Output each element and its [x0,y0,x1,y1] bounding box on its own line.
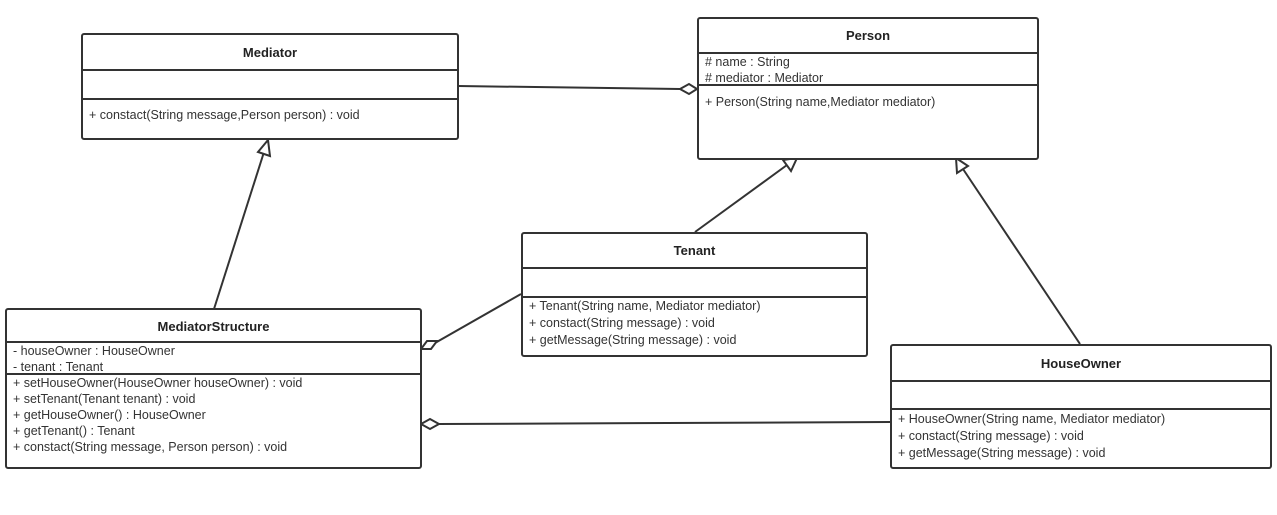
divider [7,373,420,375]
method: + getTenant() : Tenant [13,424,135,438]
class-name: HouseOwner [1040,356,1122,371]
attribute: # mediator : Mediator [705,71,824,85]
divider [523,267,866,269]
divider [523,296,866,298]
divider [83,98,457,100]
method: + getMessage(String message) : void [529,333,737,347]
method: + setHouseOwner(HouseOwner houseOwner) :… [13,376,303,390]
attribute: - tenant : Tenant [13,360,104,374]
aggregation-diamond-person [677,82,699,96]
generalization-arrow-mediator [256,137,272,158]
method: + Tenant(String name, Mediator mediator) [529,299,761,313]
method: + constact(String message,Person person)… [89,108,360,122]
edge-mediator-person [457,85,681,90]
divider [7,341,420,343]
edge-houseowner-person [962,168,1081,345]
method: + getHouseOwner() : HouseOwner [13,408,206,422]
class-person[interactable]: Person # name : String # mediator : Medi… [697,17,1039,160]
method: + constact(String message) : void [529,316,715,330]
class-tenant[interactable]: Tenant + Tenant(String name, Mediator me… [521,232,868,357]
attribute: # name : String [705,55,790,69]
divider [699,84,1037,86]
generalization-arrow-person-houseowner [954,156,970,175]
divider [892,408,1270,410]
class-name: Mediator [242,44,298,60]
edge-tenant-person [694,164,788,233]
edge-mediatorstructure-mediator [213,151,265,310]
divider [83,69,457,71]
method: + constact(String message) : void [898,429,1084,443]
divider [699,52,1037,54]
class-name: MediatorStructure [157,319,270,334]
aggregation-diamond-mediatorstructure-tenant [419,340,439,350]
method: + Person(String name,Mediator mediator) [705,95,936,109]
class-name: Person [845,28,891,43]
class-mediatorstructure[interactable]: MediatorStructure - houseOwner : HouseOw… [5,308,422,469]
method: + HouseOwner(String name, Mediator media… [898,412,1166,426]
attribute: - houseOwner : HouseOwner [13,344,175,358]
aggregation-diamond-mediatorstructure-houseowner [418,417,442,431]
edge-houseowner-mediatorstructure [438,421,891,425]
method: + constact(String message, Person person… [13,440,288,454]
class-mediator[interactable]: Mediator + constact(String message,Perso… [81,33,459,140]
method: + getMessage(String message) : void [898,446,1106,460]
class-name: Tenant [673,243,716,258]
method: + setTenant(Tenant tenant) : void [13,392,196,406]
class-houseowner[interactable]: HouseOwner + HouseOwner(String name, Med… [890,344,1272,469]
divider [892,380,1270,382]
edge-tenant-mediatorstructure [434,293,522,344]
